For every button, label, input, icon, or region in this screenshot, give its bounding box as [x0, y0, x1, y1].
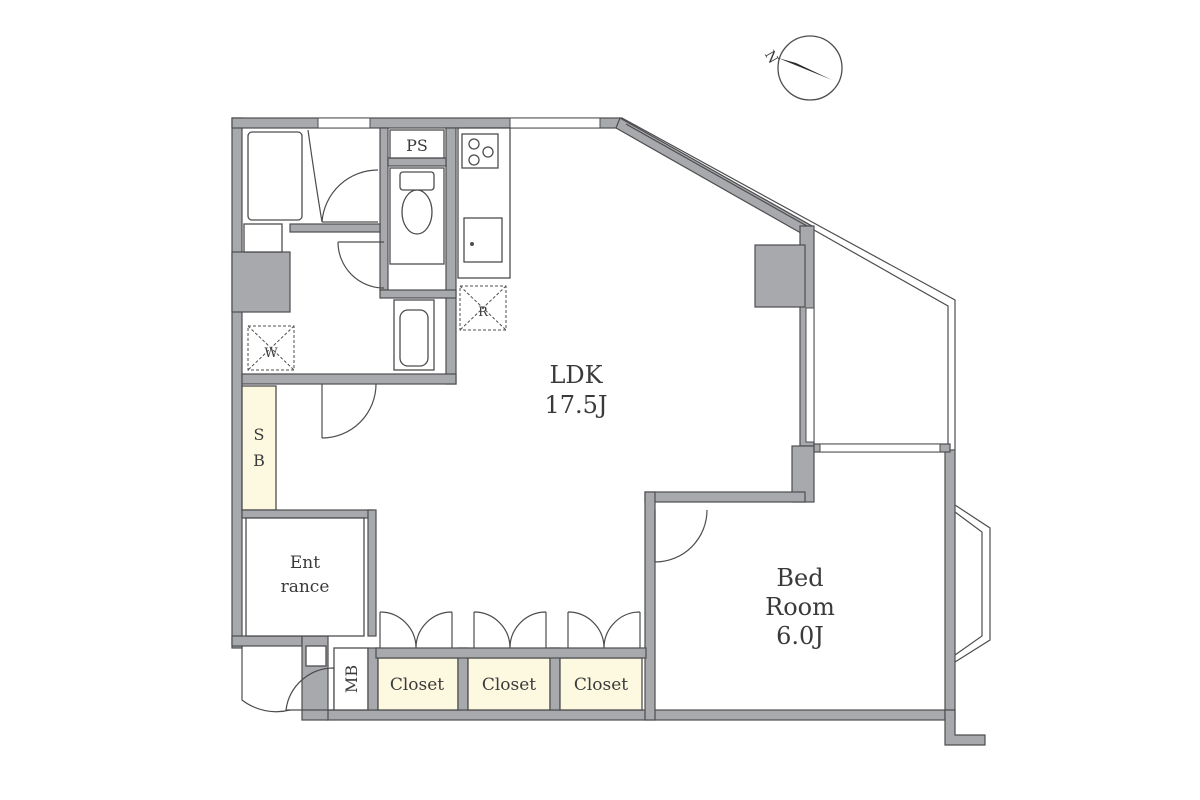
windows [317, 117, 941, 453]
washer-space: W [247, 325, 295, 371]
entrance-label-line2: rance [281, 577, 330, 597]
burner-icon [468, 138, 480, 150]
washer-cross-b [247, 325, 295, 371]
fridge-box [459, 285, 507, 331]
wall-entrance-bottom [231, 635, 303, 647]
closet-3-door[interactable] [567, 611, 641, 649]
fridge-space: R [459, 285, 507, 331]
entrance-post [305, 645, 327, 667]
toilet-bowl [401, 189, 433, 235]
wall-wet-column [231, 251, 291, 313]
compass: N [761, 35, 843, 101]
bedroom-name-line2: Room [765, 593, 835, 621]
meter-box: MB [333, 647, 369, 711]
balcony-inner-outline [625, 123, 949, 448]
washroom-door[interactable] [321, 383, 377, 439]
toilet-tank [399, 171, 435, 191]
shoe-box: S B [241, 385, 277, 511]
closet-1 [377, 657, 459, 711]
bay-window-inner [954, 511, 983, 656]
compass-circle [777, 35, 843, 101]
shoe-box-cabinet [241, 385, 277, 511]
closet-1-door[interactable] [379, 611, 453, 649]
wall-right-bedroom [944, 449, 956, 721]
wall-ldk-bedroom [644, 491, 806, 503]
compass-needle-icon [778, 58, 832, 80]
kitchen-sink [463, 217, 503, 263]
wall-entrance-right [367, 509, 377, 637]
closet-2-label: Closet [482, 675, 536, 695]
wall-diagonal-upper [615, 117, 813, 237]
closet-1-label: Closet [390, 675, 444, 695]
closet-wall-top [375, 647, 647, 659]
entrance-door-outer[interactable] [241, 646, 291, 713]
entrance-floor [245, 517, 365, 637]
closets: Closet Closet Closet [367, 611, 647, 711]
burner-icon [468, 154, 480, 166]
fridge-label: R [478, 305, 489, 320]
kitchen: R [457, 127, 511, 331]
window-bedroom-top [819, 443, 941, 453]
ldk-name: LDK [549, 361, 603, 389]
window-ldk-top [509, 117, 601, 129]
entrance-label-line1: Ent [290, 553, 320, 573]
mb-label: MB [342, 665, 361, 693]
ldk-size: 17.5J [544, 391, 607, 419]
bath-door[interactable] [321, 169, 379, 223]
balcony-outline [621, 117, 956, 450]
wall-toilet-left [379, 127, 389, 291]
bedroom-name-line1: Bed [776, 564, 823, 592]
wash-basin [399, 309, 429, 367]
wall-bath-bottom [289, 223, 381, 233]
wall-bottom-right [944, 709, 986, 746]
wall-wash-top [379, 289, 457, 299]
wall-left [231, 117, 243, 649]
entrance-door-inner[interactable] [285, 667, 335, 711]
wet-area: PS W [231, 127, 457, 439]
bath-curtain-line [307, 129, 323, 223]
toilet-door[interactable] [337, 241, 385, 289]
wall-bedroom-left [644, 491, 656, 721]
washer-box [247, 325, 295, 371]
bath-counter [243, 223, 283, 253]
wall-entrance-top [241, 509, 373, 519]
burner-icon [482, 146, 494, 158]
meter-box-cabinet [333, 647, 369, 711]
fridge-cross-b [459, 285, 507, 331]
closet-3 [559, 657, 643, 711]
washer-label: W [264, 346, 278, 361]
wall-ps-bottom [387, 157, 447, 167]
bay-window-outer [954, 504, 991, 663]
sb-label-s: S [254, 425, 265, 444]
wall-toilet-right [445, 127, 457, 385]
pipe-space [389, 129, 445, 159]
window-bath [317, 117, 371, 129]
bedroom-door[interactable] [654, 509, 708, 563]
entrance: Ent rance [241, 509, 377, 713]
bathtub [247, 131, 303, 221]
window-ldk-right [805, 307, 815, 443]
wall-bottom [326, 709, 953, 721]
closet-2-door[interactable] [473, 611, 547, 649]
wall-wet-bottom [241, 373, 457, 385]
sb-label-b: B [253, 451, 265, 470]
bedroom-size: 6.0J [776, 622, 824, 650]
sink-drain-icon [470, 242, 474, 246]
closet-3-label: Closet [574, 675, 628, 695]
column-ldk [754, 244, 806, 308]
ps-label: PS [406, 136, 428, 155]
